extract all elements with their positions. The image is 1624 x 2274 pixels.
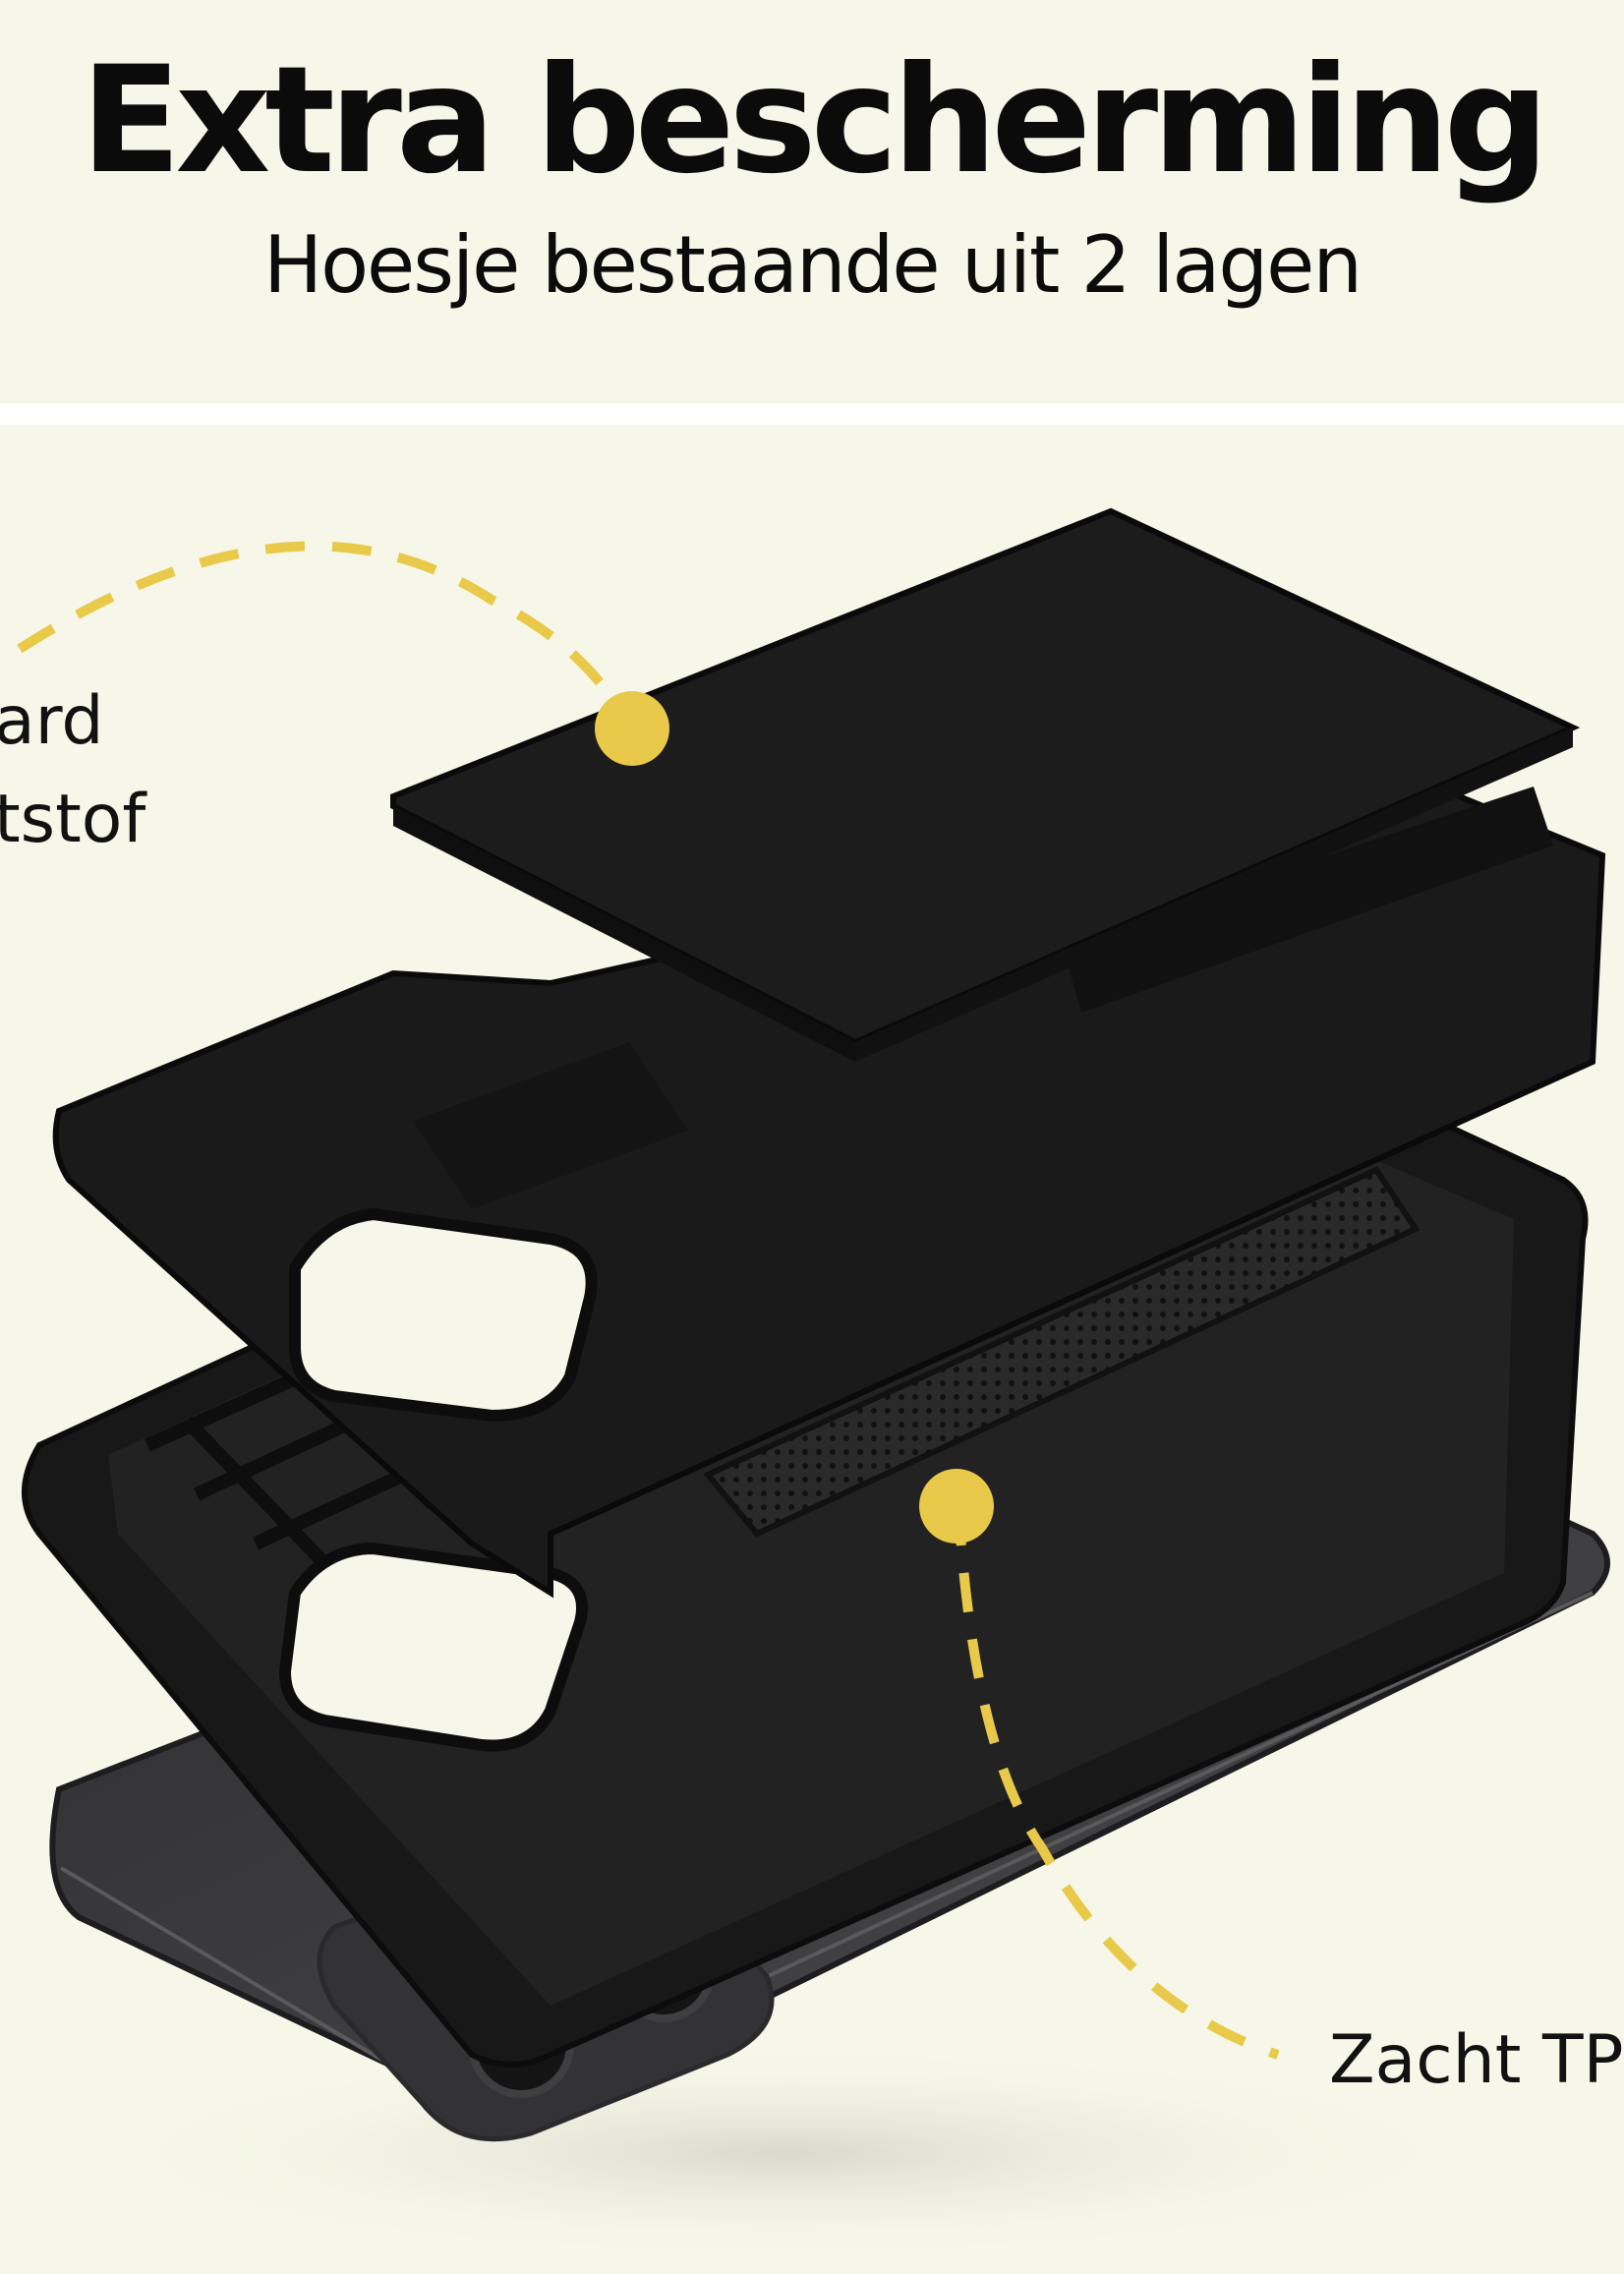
callout-label-top-line1: ard bbox=[0, 682, 104, 760]
dot-marker-icon bbox=[919, 1469, 994, 1544]
callout-label-top-line2: tstof bbox=[0, 781, 146, 858]
page-title: Extra bescherming bbox=[80, 35, 1549, 206]
divider bbox=[0, 403, 1624, 425]
callout-line-bottom bbox=[954, 1505, 1280, 2060]
card-slot-cover bbox=[390, 507, 1581, 1062]
floor-shadow bbox=[79, 2045, 1494, 2261]
callout-label-bottom: Zacht TP bbox=[1329, 2021, 1624, 2099]
callout-line-top bbox=[17, 541, 634, 730]
dot-marker-icon bbox=[595, 691, 669, 766]
product-illustration bbox=[17, 507, 1610, 2261]
hard-plastic-shell bbox=[52, 783, 1606, 1599]
header: Extra bescherming Hoesje bestaande uit 2… bbox=[0, 0, 1624, 403]
page-subtitle: Hoesje bestaande uit 2 lagen bbox=[262, 219, 1363, 311]
